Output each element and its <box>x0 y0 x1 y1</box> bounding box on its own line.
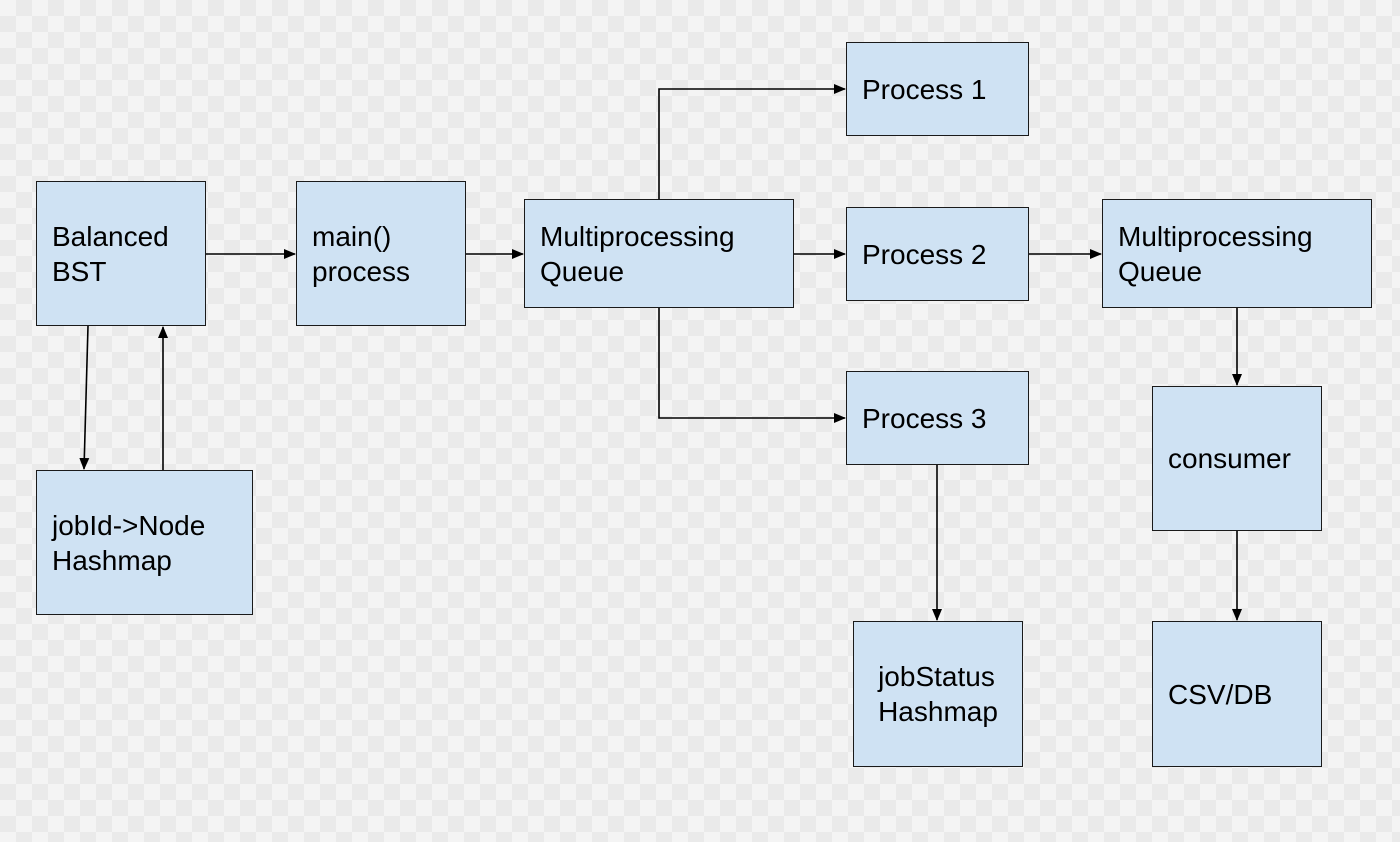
node-main-process: main() process <box>296 181 466 326</box>
node-label: Multiprocessing Queue <box>540 220 735 287</box>
node-process-2: Process 2 <box>846 207 1029 301</box>
node-label: consumer <box>1168 443 1291 474</box>
node-label: jobStatus Hashmap <box>878 661 998 727</box>
edge-mpq1-to-p1 <box>658 84 846 199</box>
node-jobstatus-hashmap: jobStatus Hashmap <box>853 621 1023 767</box>
node-jobid-node-hashmap: jobId->Node Hashmap <box>36 470 253 615</box>
edge-bst-to-hash <box>79 325 90 470</box>
node-multiprocessing-queue-1: Multiprocessing Queue <box>524 199 794 308</box>
node-label: Process 2 <box>862 238 987 270</box>
node-label: Multiprocessing Queue <box>1118 220 1313 287</box>
node-consumer: consumer <box>1152 386 1322 531</box>
node-csv-db: CSV/DB <box>1152 621 1322 767</box>
node-process-3: Process 3 <box>846 371 1029 465</box>
node-label: main() process <box>312 220 411 287</box>
node-multiprocessing-queue-2: Multiprocessing Queue <box>1102 199 1372 308</box>
node-label: Process 1 <box>862 73 987 105</box>
node-label: jobId->Node Hashmap <box>52 509 206 576</box>
node-balanced-bst: Balanced BST <box>36 181 206 326</box>
node-label: Balanced BST <box>52 220 169 287</box>
node-process-1: Process 1 <box>846 42 1029 136</box>
edge-mpq1-to-p3 <box>658 308 846 423</box>
node-label: CSV/DB <box>1168 678 1273 710</box>
node-label: Process 3 <box>862 402 987 434</box>
